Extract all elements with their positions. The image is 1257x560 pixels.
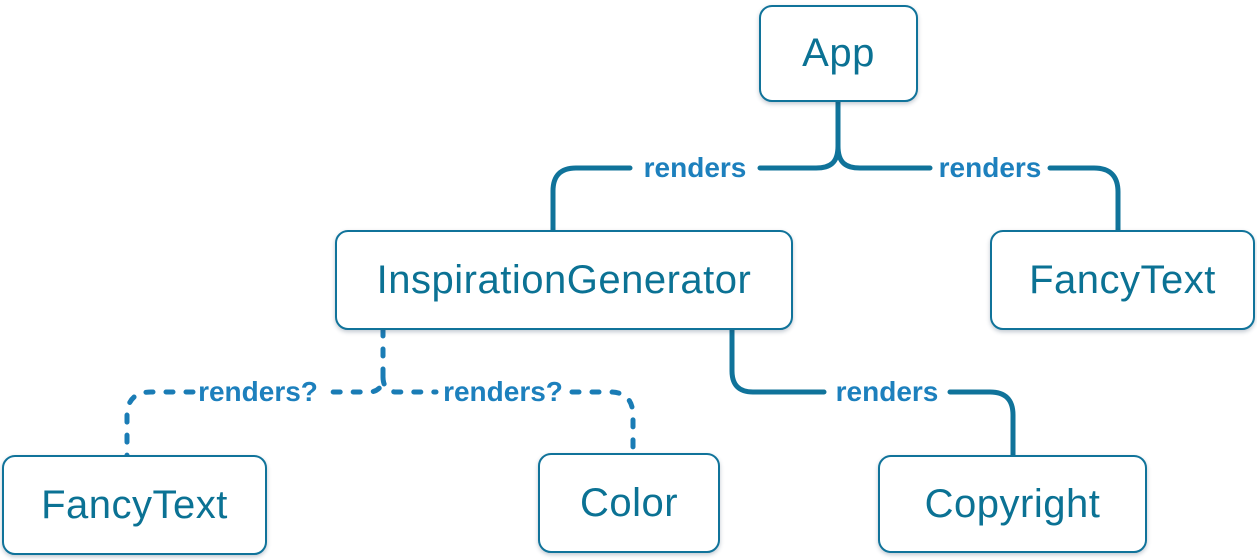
node-fancy-text-top-label: FancyText: [1029, 257, 1216, 302]
edge-label-renders-app-inspirationgenerator: renders: [643, 152, 747, 183]
node-copyright-label: Copyright: [924, 481, 1101, 526]
edge-inspirationgenerator-copyright: [729, 326, 1016, 459]
edge-label-renders-inspirationgenerator-copyright: renders: [835, 376, 939, 407]
node-fancy-text-bottom-label: FancyText: [41, 482, 228, 527]
node-fancy-text-top: FancyText: [990, 230, 1255, 330]
node-copyright: Copyright: [878, 455, 1147, 553]
edge-label-renders-inspirationgenerator-color: renders?: [443, 376, 563, 407]
node-color-label: Color: [579, 480, 679, 525]
node-fancy-text-bottom: FancyText: [2, 455, 267, 555]
edge-label-renders-inspirationgenerator-fancytext: renders?: [198, 376, 318, 407]
node-app: App: [759, 5, 918, 102]
edge-inspirationgenerator-color: [380, 374, 636, 457]
edge-app-fancytext: [835, 143, 1121, 234]
node-inspiration-generator: InspirationGenerator: [335, 230, 793, 330]
node-app-label: App: [802, 31, 875, 75]
node-color: Color: [538, 453, 720, 553]
edge-label-renders-app-fancytext: renders: [938, 152, 1042, 183]
node-inspiration-generator-label: InspirationGenerator: [376, 257, 752, 302]
